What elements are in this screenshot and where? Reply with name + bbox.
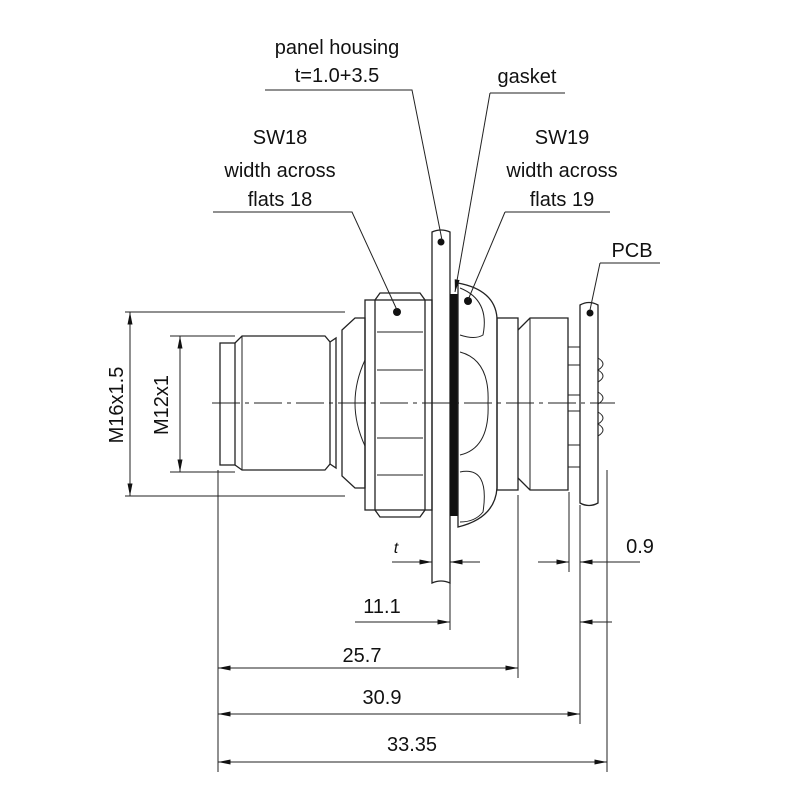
pcb [579,301,599,507]
sw18-label-2: width across [223,160,335,182]
gasket-label: gasket [498,66,557,88]
dimension-33-35: 33.35 [387,734,437,756]
pcb-label: PCB [611,240,652,262]
sw18-nut [364,292,433,518]
dimension-30-9: 30.9 [363,687,402,709]
panel-thickness-label: t=1.0+3.5 [295,65,380,87]
panel-housing [431,229,451,584]
dimension-11-1: 11.1 [363,596,400,618]
dimension-25-7: 25.7 [343,645,382,667]
panel-housing-label: panel housing [275,37,400,59]
gasket [450,294,458,516]
t-dimension: t [394,540,399,557]
sw19-label-2: width across [505,160,617,182]
sw18-label-3: flats 18 [248,189,312,211]
sw18-label: SW18 [253,127,307,149]
sw19-label-3: flats 19 [530,189,594,211]
sw19-nut [457,282,569,528]
m16-label: M16x1.5 [106,367,128,444]
m12-label: M12x1 [151,375,173,435]
sw19-label: SW19 [535,127,589,149]
pcb-thickness-dimension: 0.9 [626,536,654,558]
